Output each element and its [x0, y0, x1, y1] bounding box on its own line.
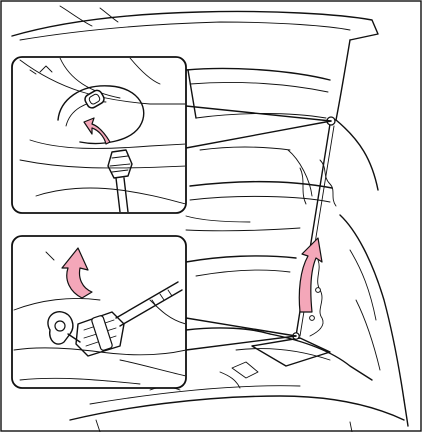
lower-detail-inset	[12, 236, 186, 388]
lower-inset-frame	[12, 236, 186, 388]
upper-detail-inset	[12, 57, 186, 213]
upper-inset-frame	[12, 57, 186, 213]
